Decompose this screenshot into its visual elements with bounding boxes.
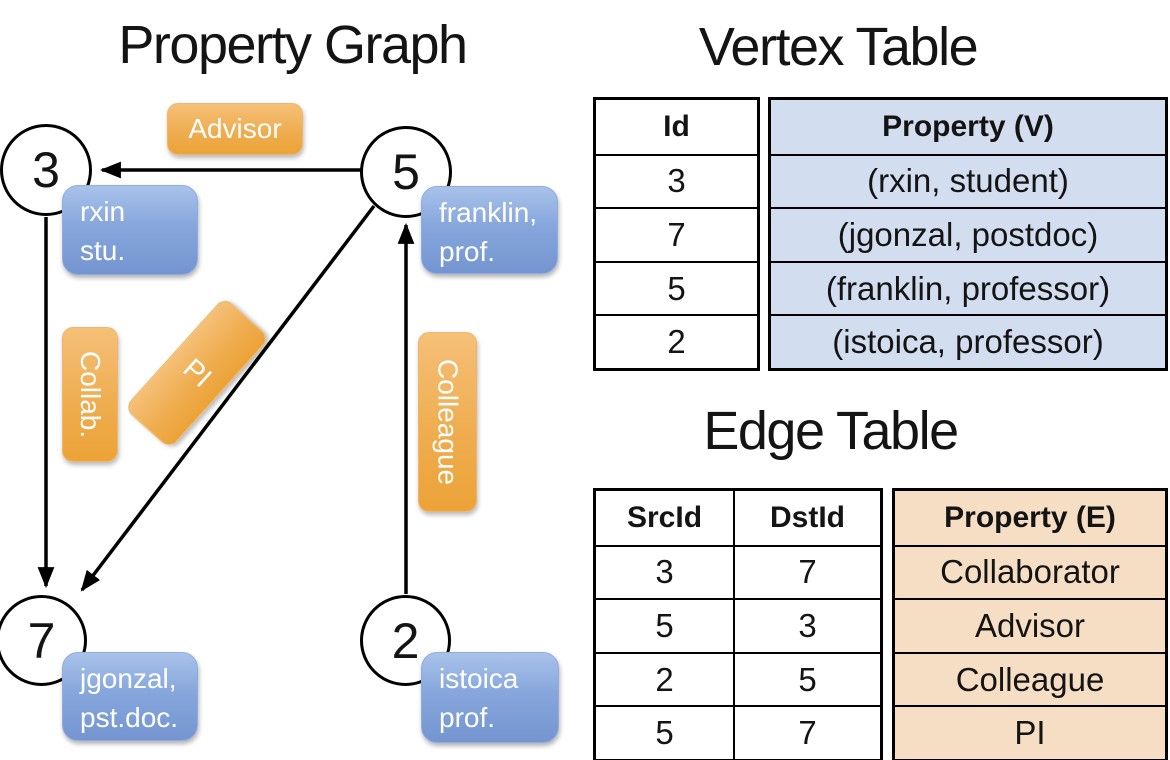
edge-table-property-cell: PI [895, 705, 1165, 759]
edge-prop-box-colleague: Colleague [418, 332, 477, 512]
edge-table-dstid-cell: 5 [733, 651, 880, 706]
vertex-table-id-cell: 5 [596, 260, 757, 315]
edge-table-srcid-cell: 2 [596, 651, 733, 706]
vertex-table-property-cell: (istoica, professor) [771, 314, 1165, 368]
vertex-table-property-cell: (franklin, professor) [771, 260, 1165, 315]
edge-table-title: Edge Table [703, 401, 959, 461]
edge-table-property-cell: Colleague [895, 651, 1165, 706]
graph-node-5: 5 [360, 126, 452, 218]
vertex-table-id-cell: 3 [596, 153, 757, 208]
vertex-prop-line: istoica [439, 663, 519, 694]
vertex-table-property-cell: (jgonzal, postdoc) [771, 207, 1165, 261]
edge-table-property-cell: Collaborator [895, 544, 1165, 599]
vertex-prop-line: jgonzal, [80, 663, 177, 694]
vertex-table-property-cell: (rxin, student) [771, 153, 1165, 208]
vertex-table-title: Vertex Table [698, 17, 979, 77]
edge-table-dstid-cell: 7 [733, 705, 880, 759]
vertex-table-property-column: Property (V) (rxin, student) (jgonzal, p… [768, 97, 1168, 371]
vertex-prop-line: pst.doc. [80, 701, 179, 733]
edge-table-dstid-header: DstId [733, 491, 880, 545]
edge-table-dstid-cell: 7 [733, 544, 880, 599]
edge-table-srcid-cell: 5 [596, 705, 733, 759]
edge-prop-label: PI [177, 352, 218, 394]
vertex-prop-line: prof. [439, 701, 496, 733]
graph-node-3: 3 [0, 124, 92, 216]
edge-prop-box-collab: Collab. [62, 327, 118, 462]
edge-table-property-header: Property (E) [944, 500, 1116, 534]
node-3-label: 3 [32, 142, 60, 198]
vertex-prop-line: prof. [439, 235, 496, 267]
edge-prop-label: Colleague [432, 358, 464, 486]
vertex-table-property-header: Property (V) [882, 109, 1054, 143]
edge-prop-box-pi: PI [123, 296, 271, 450]
node-5-label: 5 [392, 144, 420, 200]
vertex-prop-line: rxin [80, 196, 126, 227]
vertex-prop-line: stu. [80, 234, 126, 266]
vertex-prop-line: franklin, [439, 197, 538, 228]
vertex-table-id-header: Id [663, 109, 690, 143]
edge-prop-label: Advisor [188, 113, 282, 144]
edge-table-property-cell: Advisor [895, 598, 1165, 652]
edge-table-id-columns: SrcId DstId 3 7 5 3 2 5 5 7 [593, 488, 883, 760]
edge-table-srcid-header: SrcId [626, 500, 703, 534]
node-2-label: 2 [391, 612, 420, 669]
vertex-table-id-column: Id 3 7 5 2 [593, 97, 760, 371]
edge-prop-label: Collab. [75, 350, 106, 439]
edge-table-srcid-cell: 5 [596, 598, 733, 652]
edge-table-dstid-cell: 3 [733, 598, 880, 652]
vertex-table-id-cell: 2 [596, 314, 757, 368]
edge-prop-box-advisor: Advisor [167, 103, 303, 155]
vertex-prop-box-rxin: rxin stu. [62, 185, 198, 275]
node-7-label: 7 [27, 612, 56, 669]
vertex-prop-box-istoica: istoica prof. [421, 652, 559, 743]
edge-table-property-column: Property (E) Collaborator Advisor Collea… [892, 488, 1168, 760]
vertex-table-id-cell: 7 [596, 207, 757, 261]
property-graph-title: Property Graph [118, 15, 468, 75]
edge-table-srcid-cell: 3 [596, 544, 733, 599]
vertex-prop-box-jgonzal: jgonzal, pst.doc. [62, 652, 198, 741]
vertex-prop-box-franklin: franklin, prof. [421, 186, 558, 274]
